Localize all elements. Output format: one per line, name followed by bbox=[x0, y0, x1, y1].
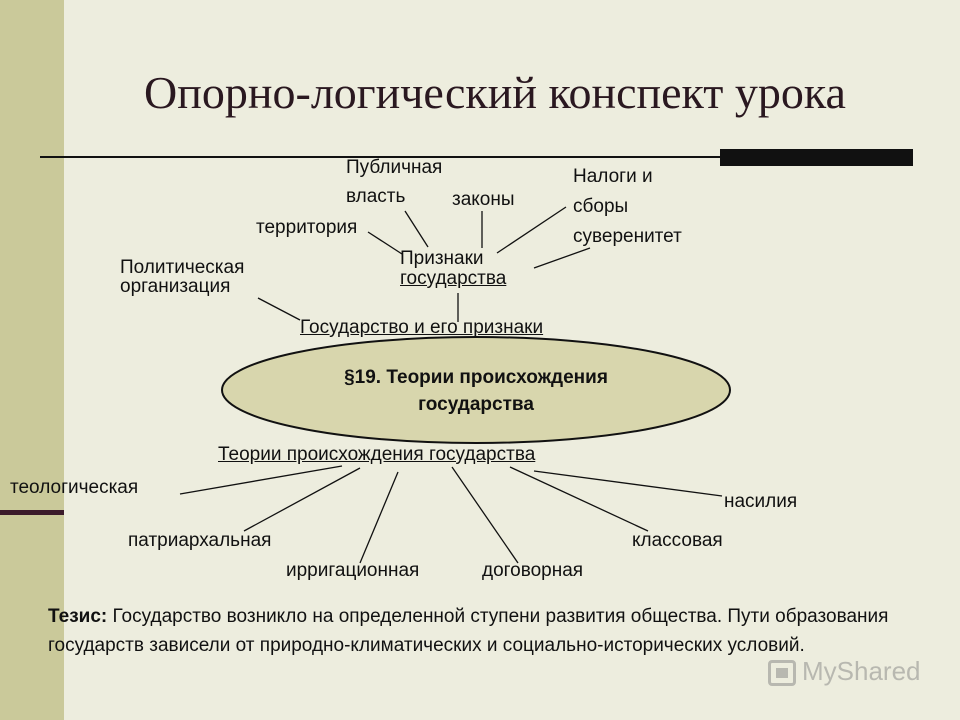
center-topic: §19. Теории происхождения государства bbox=[300, 364, 652, 418]
sidebar-band bbox=[0, 0, 64, 720]
label-class: классовая bbox=[632, 530, 723, 551]
label-signs-1: Признаки bbox=[400, 248, 484, 269]
label-contractual: договорная bbox=[482, 560, 584, 581]
label-signs-2: государства bbox=[400, 268, 507, 289]
label-patriarchal: патриархальная bbox=[128, 530, 272, 551]
line-power bbox=[404, 210, 429, 248]
label-public-power-1: Публичная bbox=[346, 157, 443, 178]
center-topic-line1: §19. Теории происхождения bbox=[344, 367, 608, 388]
label-theological: теологическая bbox=[10, 477, 139, 498]
line-political bbox=[257, 297, 301, 321]
line-contractual bbox=[451, 466, 519, 564]
line-patriarchal bbox=[243, 467, 361, 532]
page-title: Опорно-логический конспект урока bbox=[144, 67, 846, 118]
line-violence bbox=[533, 470, 723, 497]
label-sovereignty: суверенитет bbox=[573, 226, 682, 247]
line-taxes bbox=[496, 206, 567, 254]
label-public-power-2: власть bbox=[346, 186, 406, 207]
line-irrigation bbox=[359, 471, 399, 564]
label-political-1: Политическая bbox=[120, 257, 245, 278]
myshared-logo-icon bbox=[768, 660, 796, 687]
watermark-text: MyShared bbox=[802, 656, 921, 686]
label-taxes-1: Налоги и bbox=[573, 166, 653, 187]
title-rule-accent bbox=[720, 149, 913, 166]
label-irrigation: ирригационная bbox=[286, 560, 420, 581]
center-ellipse bbox=[221, 336, 731, 444]
label-territory: территория bbox=[256, 217, 358, 238]
watermark: MyShared bbox=[768, 656, 921, 687]
center-topic-line2: государства bbox=[418, 394, 534, 415]
label-taxes-2: сборы bbox=[573, 196, 629, 217]
label-laws: законы bbox=[452, 189, 515, 210]
label-violence: насилия bbox=[724, 491, 798, 512]
thesis-label: Тезис: bbox=[48, 606, 108, 627]
line-theological bbox=[179, 465, 343, 495]
line-sovereignty bbox=[533, 247, 591, 269]
line-class bbox=[509, 466, 649, 532]
label-political-2: организация bbox=[120, 276, 231, 297]
thesis-text: Государство возникло на определенной сту… bbox=[48, 606, 889, 656]
title-rule bbox=[40, 156, 720, 158]
label-theories-heading: Теории происхождения государства bbox=[218, 444, 536, 465]
line-territory bbox=[367, 231, 403, 255]
thesis-block: Тезис: Государство возникло на определен… bbox=[48, 602, 928, 660]
label-state-heading: Государство и его признаки bbox=[300, 317, 544, 338]
sidebar-marker bbox=[0, 510, 64, 515]
